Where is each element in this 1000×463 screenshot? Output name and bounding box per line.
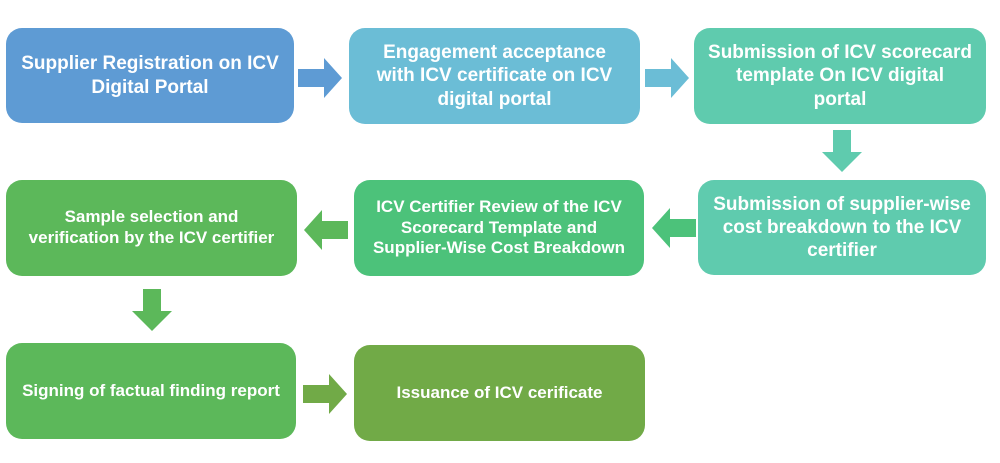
arrow-7-8 [303, 374, 347, 414]
arrow-5-6 [304, 210, 348, 250]
step-label: Engagement acceptance with ICV certifica… [376, 42, 613, 110]
step-factual-finding-report: Signing of factual finding report [6, 343, 296, 439]
step-engagement-acceptance: Engagement acceptance with ICV certifica… [349, 28, 640, 124]
arrow-down-icon [132, 289, 172, 331]
step-label: Submission of supplier-wise cost breakdo… [713, 193, 971, 262]
step-label: ICV Certifier Review of the ICV Scorecar… [372, 196, 626, 258]
arrow-left-icon [304, 210, 348, 250]
step-certifier-review: ICV Certifier Review of the ICV Scorecar… [354, 180, 644, 276]
arrow-right-icon [645, 58, 689, 98]
arrow-2-3 [645, 58, 689, 98]
arrow-4-5 [652, 208, 696, 248]
arrow-3-4 [822, 130, 862, 172]
step-label: Signing of factual finding report [22, 380, 280, 400]
step-label: Submission of ICV scorecard template On … [708, 42, 972, 110]
step-sample-selection: Sample selection and verification by the… [6, 180, 297, 276]
step-label: Issuance of ICV cerificate [396, 382, 603, 402]
step-cost-breakdown-submission: Submission of supplier-wise cost breakdo… [698, 180, 986, 275]
arrow-down-icon [822, 130, 862, 172]
arrow-1-2 [298, 58, 342, 98]
arrow-left-icon [652, 208, 696, 248]
step-scorecard-submission: Submission of ICV scorecard template On … [694, 28, 986, 124]
arrow-right-icon [303, 374, 347, 414]
step-label: Sample selection and verification by the… [28, 207, 275, 247]
arrow-right-icon [298, 58, 342, 98]
arrow-6-7 [132, 289, 172, 331]
step-certificate-issuance: Issuance of ICV cerificate [354, 345, 645, 441]
step-supplier-registration: Supplier Registration on ICV Digital Por… [6, 28, 294, 123]
step-label: Supplier Registration on ICV Digital Por… [21, 53, 279, 98]
